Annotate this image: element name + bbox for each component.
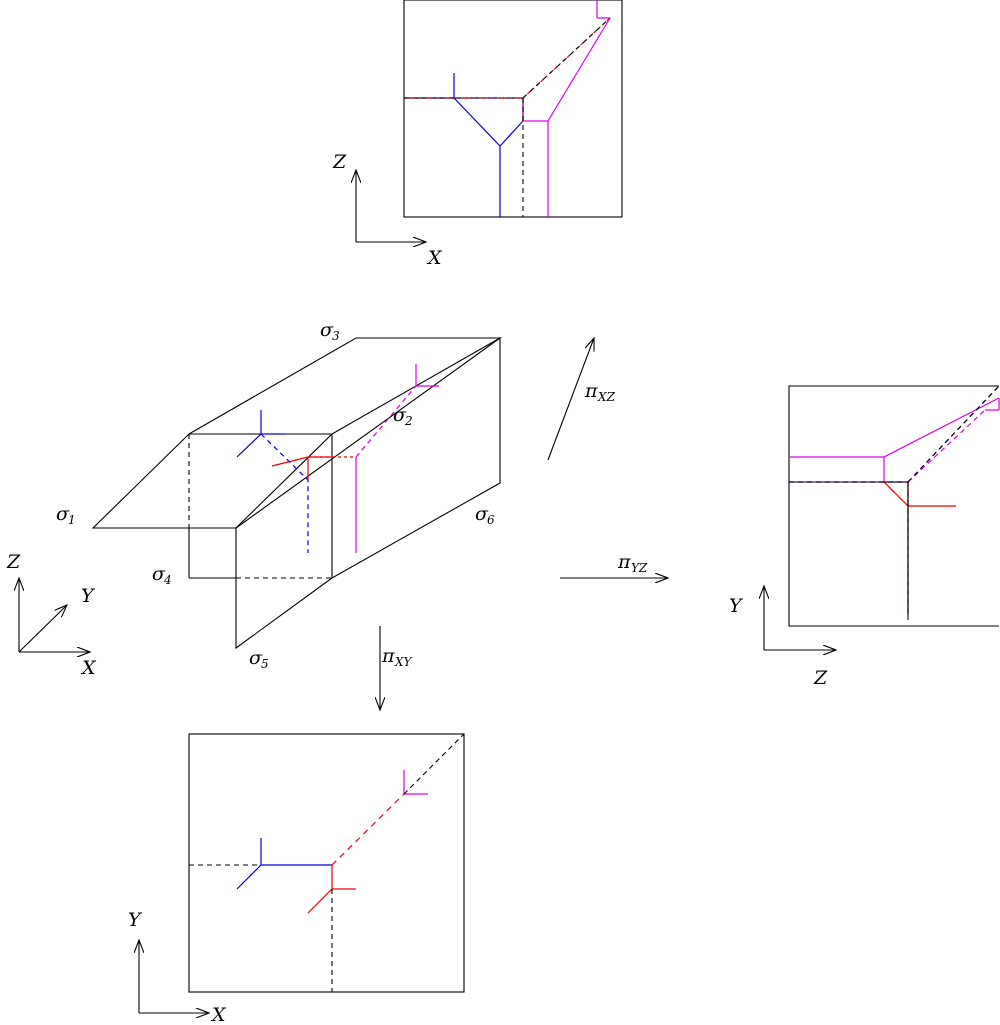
polyhedral-3d-figure: σ 1 σ 2 σ 3 σ 4 σ 5 σ 6 (56, 319, 503, 671)
xy-h-axis-label: X (210, 1004, 227, 1025)
xy-axes: X Y (128, 909, 227, 1025)
svg-text:XZ: XZ (597, 390, 616, 404)
xy-dashed-lines (189, 733, 465, 992)
svg-text:σ: σ (320, 319, 334, 341)
svg-text:σ: σ (249, 647, 263, 669)
yz-red-curve (883, 481, 956, 613)
yz-v-axis-label: Y (729, 595, 744, 617)
xy-blue-curve (236, 838, 332, 890)
svg-text:YZ: YZ (631, 561, 648, 575)
sigma-1-label: σ 1 (56, 503, 76, 527)
arrow-yz-label: π (617, 551, 631, 573)
arrow-xz-label: π (584, 380, 598, 402)
yz-black-lines (789, 385, 1000, 620)
svg-text:5: 5 (261, 657, 269, 671)
xz-dashed-lines (404, 17, 611, 217)
svg-text:1: 1 (68, 513, 76, 527)
xy-magenta-curve (331, 770, 428, 866)
svg-text:σ: σ (393, 404, 407, 426)
svg-text:σ: σ (56, 503, 70, 525)
xz-blue-curve (404, 73, 524, 217)
arrow-xy-label: π (381, 645, 395, 667)
sigma-6-label: σ 6 (475, 503, 495, 527)
xz-axes: X Z (332, 151, 443, 269)
yz-panel-frame (788, 385, 999, 627)
svg-text:4: 4 (163, 573, 172, 587)
arrow-to-xz (547, 338, 594, 461)
yz-h-axis-label: Z (813, 667, 828, 689)
curve-3d-magenta (308, 364, 439, 553)
sigma-2-label: σ 2 (393, 404, 413, 428)
yz-magenta-curve (789, 397, 1000, 483)
svg-text:6: 6 (487, 513, 495, 527)
sigma-labels: σ 1 σ 2 σ 3 σ 4 σ 5 σ 6 (56, 319, 495, 671)
sigma-3-label: σ 3 (320, 319, 340, 343)
axis-3d-y-label: Y (81, 585, 96, 607)
xz-projection-panel (403, 0, 623, 218)
axis-3d-x-label: X (80, 657, 97, 679)
yz-projection-panel (788, 385, 1000, 627)
xy-v-axis-label: Y (128, 909, 143, 931)
xz-magenta-curve (522, 0, 611, 217)
polyhedron-hidden-edges (188, 434, 332, 579)
yz-blue-curve (789, 385, 1000, 613)
polyhedron-solid-edges (91, 336, 503, 650)
xz-h-axis-label: X (426, 247, 443, 269)
curve-3d-blue (236, 410, 309, 553)
projection-arrow-xz: π XZ (547, 338, 616, 461)
axes-3d: Z Y X (6, 551, 97, 679)
axis-3d-z-label: Z (6, 551, 21, 573)
xz-panel-frame (403, 0, 623, 218)
svg-text:3: 3 (332, 329, 340, 343)
svg-text:2: 2 (404, 414, 413, 428)
xy-panel-frame (188, 733, 465, 993)
projection-arrow-yz: π YZ (560, 551, 668, 578)
svg-text:XY: XY (394, 655, 413, 669)
xy-projection-panel (188, 733, 465, 993)
yz-axes: Z Y (729, 586, 836, 689)
svg-text:σ: σ (475, 503, 489, 525)
xz-v-axis-label: Z (332, 151, 347, 173)
svg-text:σ: σ (152, 563, 166, 585)
xy-red-curve (307, 865, 356, 914)
sigma-4-label: σ 4 (152, 563, 172, 587)
projection-arrow-xy: π XY (380, 626, 413, 710)
axis-3d-y (18, 605, 67, 653)
sigma-5-label: σ 5 (249, 647, 269, 671)
curve-3d-red (271, 456, 331, 480)
